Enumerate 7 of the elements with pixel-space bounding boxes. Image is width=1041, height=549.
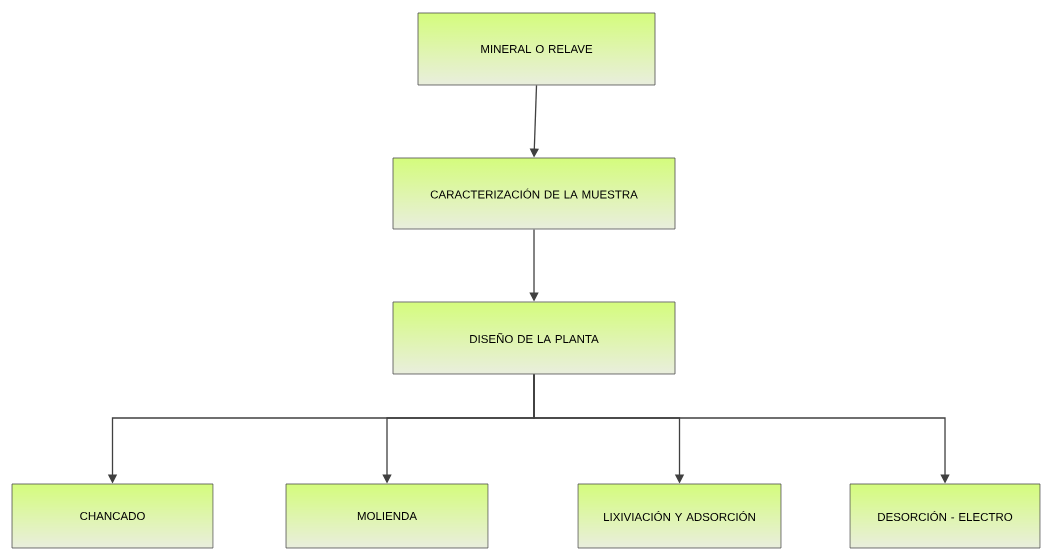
process-box: DESORCIÓN - ELECTRO bbox=[849, 483, 1041, 549]
process-box: LIXIVIACIÓN Y ADSORCIÓN bbox=[577, 483, 782, 549]
process-box: DISEÑO DE LA PLANTA bbox=[392, 301, 676, 375]
process-box: CARACTERIZACIÓN DE LA MUESTRA bbox=[392, 157, 676, 230]
process-box: MINERAL O RELAVE bbox=[417, 12, 656, 86]
process-box: CHANCADO bbox=[11, 483, 214, 549]
process-box: MOLIENDA bbox=[285, 483, 489, 549]
